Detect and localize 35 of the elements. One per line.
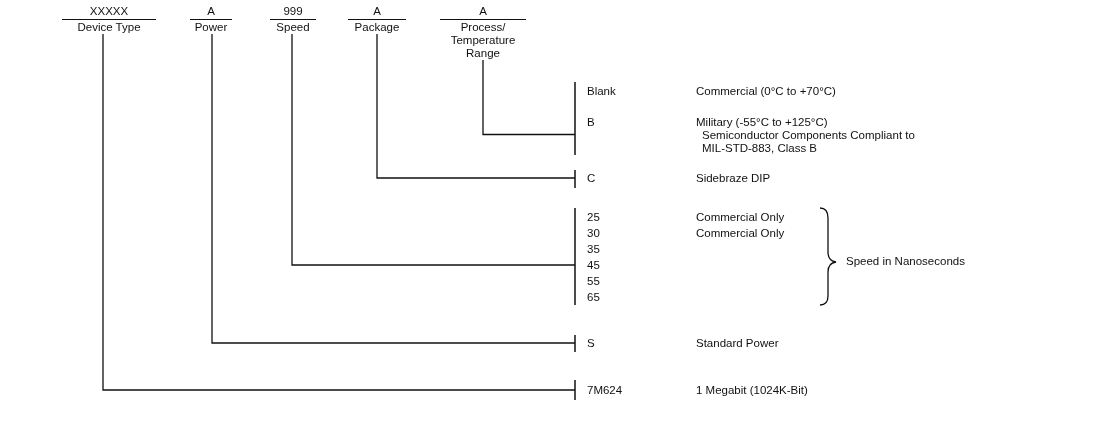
option-code: 7M624 bbox=[587, 383, 624, 398]
connector-line bbox=[376, 33, 576, 179]
connector-line bbox=[211, 33, 576, 344]
code-field: 999 bbox=[270, 4, 316, 20]
connector-line bbox=[102, 33, 576, 391]
field-name: Device Type bbox=[76, 21, 142, 34]
option-description: Military (-55°C to +125°C) bbox=[696, 116, 829, 129]
option-code: 25 bbox=[587, 210, 601, 225]
code-field: A bbox=[348, 4, 406, 20]
field-name: Power bbox=[193, 21, 229, 34]
option-code: B bbox=[587, 115, 596, 130]
option-code: 65 bbox=[587, 290, 601, 305]
option-description: Commercial Only bbox=[696, 227, 785, 240]
option-description: Commercial Only bbox=[696, 211, 785, 224]
option-code: 35 bbox=[587, 242, 601, 257]
option-description: Sidebraze DIP bbox=[696, 172, 771, 185]
code-field: XXXXX bbox=[62, 4, 156, 20]
option-code: S bbox=[587, 336, 596, 351]
option-code: Blank bbox=[587, 84, 617, 99]
code-field: A bbox=[440, 4, 526, 20]
field-name: Package bbox=[353, 21, 401, 34]
option-description: Semiconductor Components Compliant to MIL-STD-883, Class B bbox=[702, 129, 916, 155]
field-name: Speed bbox=[275, 21, 311, 34]
option-description: 1 Megabit (1024K-Bit) bbox=[696, 384, 808, 397]
code-field: A bbox=[190, 4, 232, 20]
option-code: 30 bbox=[587, 226, 601, 241]
connector-line bbox=[291, 33, 576, 266]
option-description: Standard Power bbox=[696, 337, 779, 350]
field-name: Process/ Temperature Range bbox=[449, 21, 517, 60]
connector-line bbox=[482, 59, 576, 136]
option-description: Commercial (0°C to +70°C) bbox=[696, 85, 836, 98]
group-label: Speed in Nanoseconds bbox=[846, 255, 965, 267]
option-code: 55 bbox=[587, 274, 601, 289]
option-code: 45 bbox=[587, 258, 601, 273]
option-code: C bbox=[587, 171, 597, 186]
